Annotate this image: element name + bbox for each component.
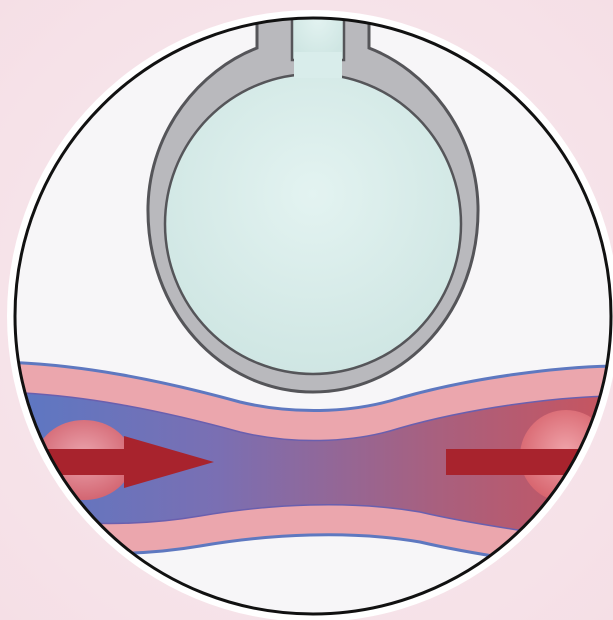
flow-arrow-right-icon [446, 449, 613, 475]
